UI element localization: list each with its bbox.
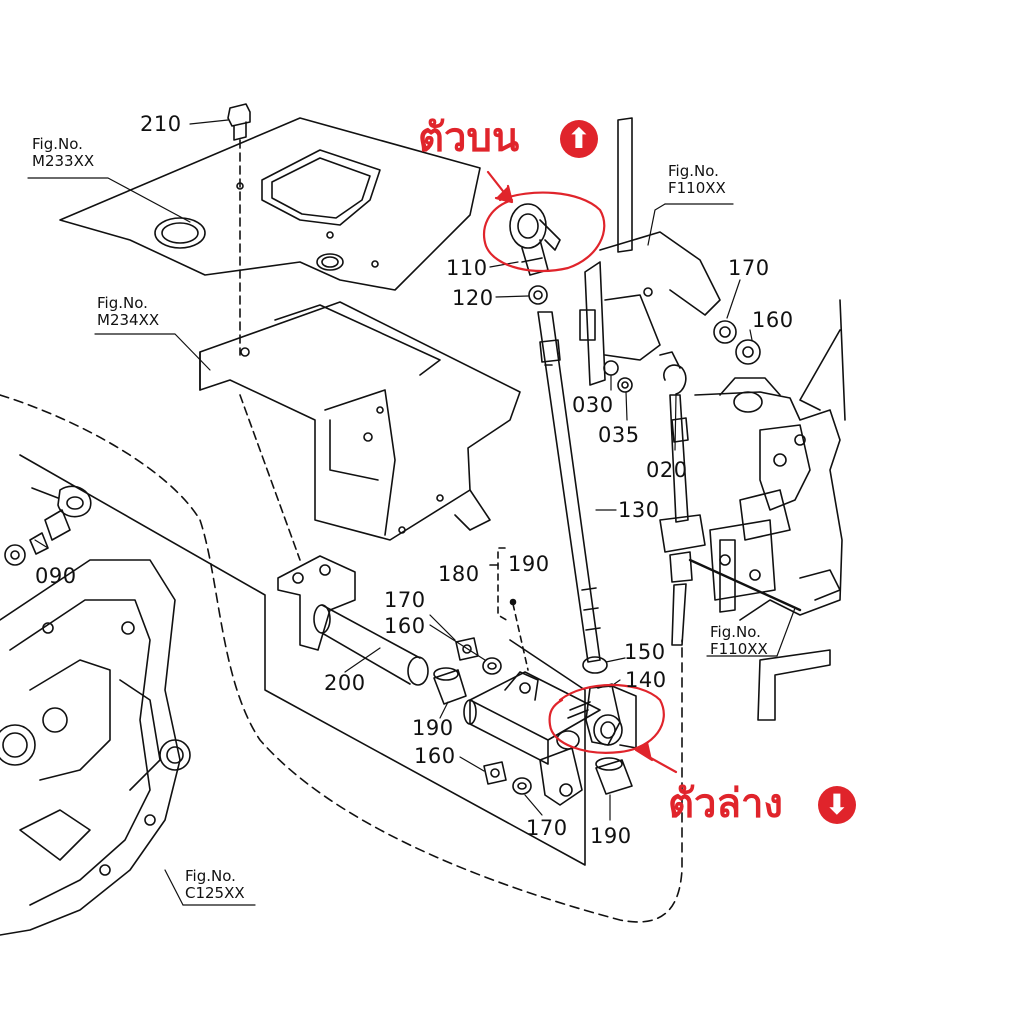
- rod-end-090: [4, 485, 92, 566]
- part-label-120: 120: [452, 286, 494, 310]
- ball-joint-110: [509, 203, 561, 305]
- part-label-110: 110: [446, 256, 488, 280]
- fig-ref-m234: Fig.No. M234XX: [97, 294, 160, 330]
- lower-circle: [548, 684, 665, 754]
- part-label-020: 020: [646, 458, 688, 482]
- fig-ref-c125-line1: Fig.No.: [185, 867, 236, 885]
- shaft-200: [277, 555, 429, 686]
- fig-ref-m233-line1: Fig.No.: [32, 135, 83, 153]
- cable-020: [659, 351, 706, 646]
- fig-ref-c125-line2: C125XX: [185, 884, 245, 903]
- part-label-200: 200: [324, 671, 366, 695]
- part-label-180: 180: [438, 562, 480, 586]
- nuts-low: [483, 761, 532, 795]
- fig-ref-f110-mid-line1: Fig.No.: [710, 623, 761, 641]
- fig-ref-f110-top-line1: Fig.No.: [668, 162, 719, 180]
- part-label-210: 210: [140, 112, 182, 136]
- arrow-down-circle-icon: ⬇: [818, 786, 856, 824]
- part-label-160-top: 160: [752, 308, 794, 332]
- fig-ref-m234-line2: M234XX: [97, 311, 160, 330]
- callout-upper-text: ตัวบน: [418, 115, 520, 161]
- part-label-170-low: 170: [526, 816, 568, 840]
- fig-ref-f110-mid: Fig.No. F110XX: [710, 623, 768, 659]
- part-label-030: 030: [572, 393, 614, 417]
- part-label-170-top: 170: [728, 256, 770, 280]
- bushing-190-low: [595, 757, 633, 795]
- part-label-150: 150: [624, 640, 666, 664]
- fig-ref-m233-line2: M233XX: [32, 152, 95, 171]
- arrow-up-circle-icon: ⬆: [560, 120, 598, 158]
- upper-circle: [482, 191, 606, 273]
- lever-bracket: [579, 117, 761, 393]
- part-label-160-mid: 160: [384, 614, 426, 638]
- fig-ref-f110-top: Fig.No. F110XX: [668, 162, 726, 198]
- part-label-160-low: 160: [414, 744, 456, 768]
- bolt-210: [227, 103, 251, 356]
- bushing-190-mid: [433, 667, 467, 705]
- fig-ref-f110-top-line2: F110XX: [668, 179, 726, 198]
- right-frame: [688, 299, 846, 721]
- part-label-130: 130: [618, 498, 660, 522]
- fig-ref-m233: Fig.No. M233XX: [32, 135, 95, 171]
- rod-130: [537, 311, 608, 674]
- red-annotations: [482, 170, 678, 774]
- callout-lower-text: ตัวล่าง: [668, 781, 783, 827]
- fig-ref-m234-line1: Fig.No.: [97, 294, 148, 312]
- part-label-090: 090: [35, 564, 77, 588]
- lower-box: [19, 454, 586, 866]
- top-plate: [59, 117, 481, 291]
- nuts-mid: [455, 637, 502, 675]
- transmission-housing: [0, 559, 191, 936]
- group-180-bracket: [497, 547, 511, 623]
- fig-ref-c125: Fig.No. C125XX: [185, 867, 245, 903]
- part-label-190-mid: 190: [412, 716, 454, 740]
- part-label-190-top: 190: [508, 552, 550, 576]
- fig-ref-f110-mid-line2: F110XX: [710, 640, 768, 659]
- lever-pipe: [463, 671, 601, 806]
- part-label-170-mid: 170: [384, 588, 426, 612]
- assembly-boundary: [0, 394, 683, 923]
- part-label-140: 140: [625, 668, 667, 692]
- mid-bracket: [199, 301, 521, 561]
- part-label-035: 035: [598, 423, 640, 447]
- part-label-190-low: 190: [590, 824, 632, 848]
